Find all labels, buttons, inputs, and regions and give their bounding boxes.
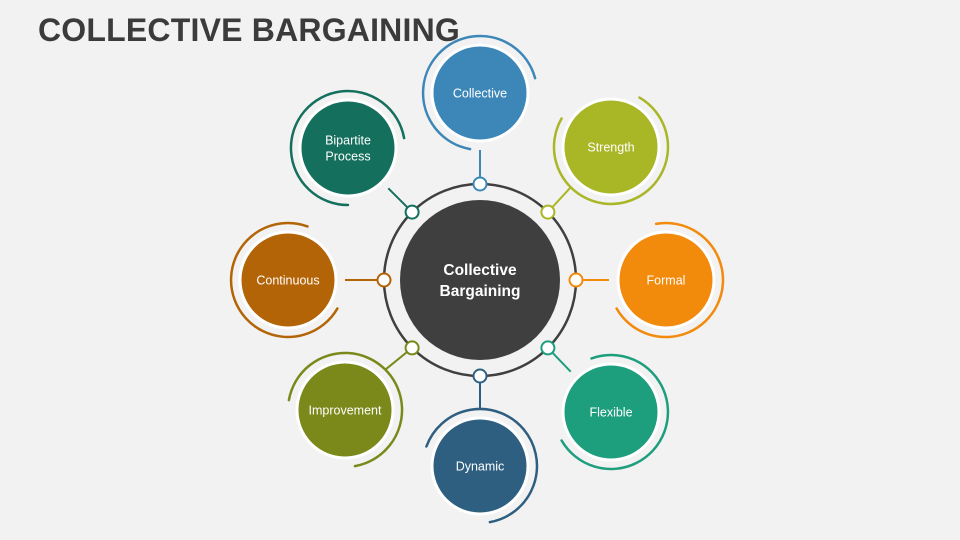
node-label-line: Flexible [589,406,632,420]
node-label-line: Collective [453,87,507,101]
arc-collective [421,34,537,151]
page-title: COLLECTIVE BARGAINING [38,12,460,48]
node-collective [430,43,530,143]
node-bipartite [298,98,398,198]
node-label-improvement: Improvement [309,404,382,418]
ring-dot-flexible [540,340,556,356]
node-label-flexible: Flexible [589,406,632,420]
arc-strength [552,96,670,206]
node-label-line: Improvement [309,404,382,418]
node-label-formal: Formal [647,274,686,288]
node-label-line: Strength [587,141,634,155]
ring-dot-strength [540,204,556,220]
arc-bipartite [289,89,406,207]
node-label-line: Dynamic [456,460,505,474]
arc-improvement [287,351,404,468]
center-label-line: Collective [443,262,517,279]
arc-formal [615,221,725,339]
node-strength [561,97,661,197]
center-label-line: Bargaining [440,283,521,300]
ring-dot-improvement [404,340,420,356]
node-label-collective: Collective [453,87,507,101]
ring-dot-formal [568,272,584,288]
arc-flexible [560,353,670,471]
center-core [400,200,560,360]
node-label-continuous: Continuous [256,274,319,288]
node-label-strength: Strength [587,141,634,155]
node-improvement [295,360,395,460]
ring-dot-bipartite [404,204,420,220]
ring-dot-dynamic [472,368,488,384]
node-label-line: Bipartite [325,134,371,148]
node-continuous [238,230,338,330]
node-formal [616,230,716,330]
node-dynamic [430,416,530,516]
node-flexible [561,362,661,462]
ring-dot-collective [472,176,488,192]
arc-continuous [229,221,339,339]
node-label-dynamic: Dynamic [456,460,505,474]
arc-dynamic [425,407,539,524]
node-label-line: Formal [647,274,686,288]
node-label-line: Process [325,150,370,164]
ring-dot-continuous [376,272,392,288]
node-label-line: Continuous [256,274,319,288]
